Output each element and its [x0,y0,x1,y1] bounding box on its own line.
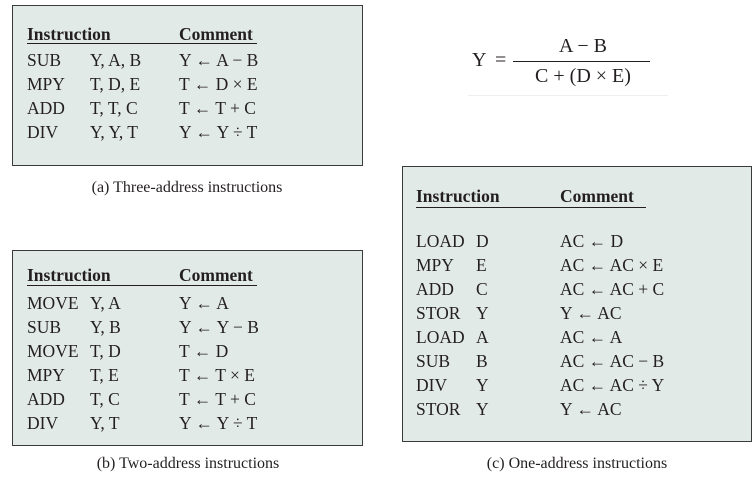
instruction-opcode: ADD [27,389,65,409]
instruction-opcode: MOVE [27,341,79,361]
caption-c: (c) One-address instructions [486,455,668,472]
instruction-comment: Y ← A − B [179,50,259,70]
instruction-comment: Y ← AC [560,399,622,419]
three-address-table [12,5,363,166]
instruction-opcode: DIV [27,122,59,142]
instruction-comment: Y ← Y − B [179,317,259,337]
header-comment: Comment [179,265,253,285]
header-instruction: Instruction [27,24,111,44]
instruction-comment: AC ← AC + C [560,279,665,299]
one-address-table [402,166,752,442]
instruction-comment: AC ← A [560,327,623,347]
instruction-comment: Y ← A [179,293,229,313]
instruction-opcode: DIV [416,375,448,395]
instruction-comment: T ← T × E [179,365,255,385]
instruction-operands: T, D [90,341,121,361]
instruction-operands: Y, B [90,317,121,337]
header-underline [27,285,257,287]
header-comment: Comment [179,24,253,44]
instruction-operands: Y, T [90,413,120,433]
formula-denominator: C + (D × E) [535,65,631,87]
instruction-comment: T ← T + C [179,389,256,409]
instruction-opcode: LOAD [416,327,465,347]
instruction-opcode: ADD [416,279,454,299]
instruction-opcode: SUB [416,351,451,371]
fraction-bar [513,61,650,63]
instruction-opcode: ADD [27,98,65,118]
caption-a: (a) Three-address instructions [91,179,283,196]
instruction-operands: Y, A [90,293,121,313]
formula-divider [468,95,668,97]
instruction-opcode: MPY [416,255,454,275]
formula-equals: = [495,49,507,71]
instruction-opcode: STOR [416,303,461,323]
instruction-operands: Y [476,375,489,395]
instruction-comment: AC ← AC × E [560,255,664,275]
instruction-operands: Y [476,399,489,419]
instruction-opcode: LOAD [416,231,465,251]
instruction-opcode: MPY [27,365,65,385]
instruction-operands: E [476,255,487,275]
header-instruction: Instruction [416,186,500,206]
instruction-comment: AC ← AC − B [560,351,665,371]
instruction-comment: T ← D × E [179,74,258,94]
header-instruction: Instruction [27,265,111,285]
instruction-operands: T, E [90,365,119,385]
instruction-comment: AC ← AC ÷ Y [560,375,665,395]
formula-lhs: Y [472,49,487,71]
instruction-comment: AC ← D [560,231,624,251]
instruction-opcode: SUB [27,50,62,70]
instruction-operands: Y, A, B [90,50,142,70]
two-address-table [12,250,363,446]
instruction-comment: T ← D [179,341,229,361]
instruction-operands: T, D, E [90,74,141,94]
header-underline [27,43,257,45]
header-comment: Comment [560,186,634,206]
formula-numerator: A − B [559,35,607,57]
instruction-operands: A [476,327,489,347]
caption-b: (b) Two-address instructions [96,455,280,472]
instruction-operands: B [476,351,488,371]
instruction-operands: Y [476,303,489,323]
instruction-operands: C [476,279,488,299]
instruction-comment: Y ← AC [560,303,622,323]
instruction-comment: Y ← Y ÷ T [179,122,258,142]
instruction-opcode: SUB [27,317,62,337]
instruction-operands: T, C [90,389,120,409]
instruction-comment: T ← T + C [179,98,256,118]
instruction-operands: D [476,231,489,251]
instruction-operands: T, T, C [90,98,138,118]
header-underline [416,207,646,209]
instruction-opcode: STOR [416,399,461,419]
instruction-opcode: DIV [27,413,59,433]
instruction-opcode: MOVE [27,293,79,313]
instruction-opcode: MPY [27,74,65,94]
instruction-operands: Y, Y, T [90,122,138,142]
instruction-comment: Y ← Y ÷ T [179,413,258,433]
